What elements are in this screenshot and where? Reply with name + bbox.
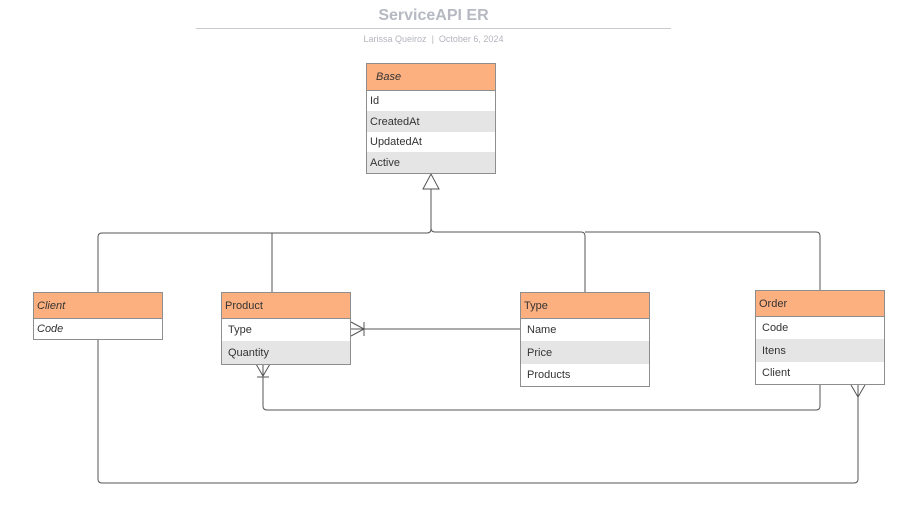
entity-order[interactable]: Order Code Itens Client (755, 290, 885, 385)
subtitle-separator: | (431, 34, 434, 44)
entity-client[interactable]: Client Code (33, 292, 163, 340)
inheritance-line-order (585, 231, 821, 290)
diagram-date: October 6, 2024 (438, 34, 504, 44)
title-divider (196, 28, 671, 29)
entity-product-header: Product (222, 293, 350, 319)
crowfoot-order-product (255, 363, 271, 378)
base-field-updatedat: UpdatedAt (370, 136, 422, 148)
product-field-type: Type (228, 324, 252, 336)
type-field-products: Products (527, 369, 571, 381)
inheritance-line-client (97, 189, 432, 292)
relation-line-order-product (262, 364, 821, 411)
order-field-itens: Itens (756, 339, 884, 362)
entity-type[interactable]: Type Name Price Products (520, 292, 650, 387)
diagram-title: ServiceAPI ER (378, 7, 489, 24)
author-name: Larissa Queiroz (363, 34, 427, 44)
entity-client-header: Client (34, 293, 162, 319)
entity-type-header: Type (521, 293, 649, 319)
inheritance-line-type (430, 227, 586, 292)
diagram-subtitle: Larissa Queiroz | October 6, 2024 (196, 34, 671, 44)
relation-line-client-order (97, 340, 859, 484)
type-field-price: Price (521, 341, 649, 364)
base-field-active: Active (367, 152, 495, 173)
crowfoot-client-order (850, 384, 866, 398)
crowfoot-type-product (350, 321, 366, 337)
order-field-client: Client (762, 367, 791, 379)
client-field-code: Code (37, 323, 64, 335)
base-field-id: Id (370, 95, 380, 107)
entity-base-header: Base (367, 64, 495, 91)
type-field-name: Name (527, 324, 557, 336)
base-field-createdat: CreatedAt (367, 111, 495, 132)
entity-product[interactable]: Product Type Quantity (221, 292, 351, 365)
order-field-code: Code (762, 322, 789, 334)
entity-base[interactable]: Base Id CreatedAt UpdatedAt Active (366, 63, 496, 174)
product-field-quantity: Quantity (222, 341, 350, 364)
inheritance-arrowhead (422, 172, 440, 190)
entity-order-header: Order (756, 291, 884, 317)
